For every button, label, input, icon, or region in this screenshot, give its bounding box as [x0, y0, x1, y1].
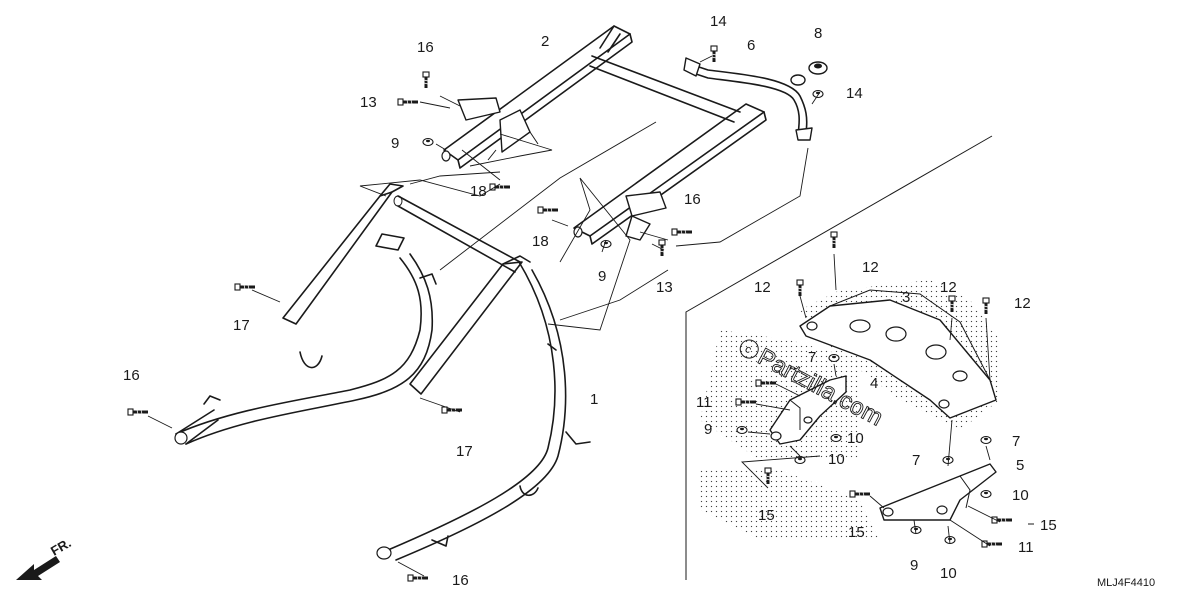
callout-8: 8 — [814, 25, 822, 42]
callout-13-b: 13 — [656, 279, 673, 296]
callout-15-c: 15 — [1040, 517, 1057, 534]
callout-2: 2 — [541, 33, 549, 50]
callout-15-a: 15 — [758, 507, 775, 524]
carrier-base-part-3 — [799, 280, 1000, 430]
front-direction-arrow: FR. — [16, 535, 74, 580]
front-arrow-label: FR. — [48, 535, 74, 558]
callout-15-b: 15 — [848, 524, 865, 541]
callout-12-a: 12 — [754, 279, 771, 296]
grab-bar-part-6 — [683, 57, 813, 141]
callout-3: 3 — [902, 289, 910, 306]
callout-5: 5 — [1016, 457, 1024, 474]
callout-14-b: 14 — [846, 85, 863, 102]
callout-16-d: 16 — [452, 572, 469, 589]
callout-12-d: 12 — [1014, 295, 1031, 312]
callout-17-b: 17 — [456, 443, 473, 460]
stay-part-5 — [700, 463, 997, 540]
group-frame — [685, 135, 993, 580]
fasteners-upper — [126, 44, 828, 583]
callout-7-b: 7 — [912, 452, 920, 469]
callout-17-a: 17 — [233, 317, 250, 334]
callout-1: 1 — [590, 391, 598, 408]
callout-labels: 1 2 3 4 5 6 7 7 7 8 9 9 9 9 10 10 10 10 … — [123, 13, 1057, 589]
callout-4: 4 — [870, 375, 878, 392]
callout-13-a: 13 — [360, 94, 377, 111]
callout-6: 6 — [747, 37, 755, 54]
rear-frame-part-1 — [174, 183, 591, 561]
callout-16-c: 16 — [123, 367, 140, 384]
callout-7-c: 7 — [1012, 433, 1020, 450]
callout-9-d: 9 — [910, 557, 918, 574]
carrier-pipe-part-2 — [441, 25, 767, 245]
reference-lines-upper — [147, 55, 821, 577]
callout-11-b: 11 — [1018, 539, 1034, 556]
diagram-code: MLJ4F4410 — [1097, 577, 1155, 589]
callout-9-b: 9 — [598, 268, 606, 285]
callout-12-c: 12 — [940, 279, 957, 296]
reference-lines-lower — [740, 253, 1001, 547]
callout-14-a: 14 — [710, 13, 727, 30]
callout-9-c: 9 — [704, 421, 712, 438]
callout-18-b: 18 — [532, 233, 549, 250]
callout-10-b: 10 — [828, 451, 845, 468]
callout-10-c: 10 — [1012, 487, 1029, 504]
callout-12-b: 12 — [862, 259, 879, 276]
callout-11-a: 11 — [696, 394, 712, 411]
callout-7-a: 7 — [808, 349, 816, 366]
callout-18-a: 18 — [470, 183, 487, 200]
callout-16-b: 16 — [684, 191, 701, 208]
callout-16-a: 16 — [417, 39, 434, 56]
callout-10-d: 10 — [940, 565, 957, 582]
callout-10-a: 10 — [847, 430, 864, 447]
callout-9-a: 9 — [391, 135, 399, 152]
svg-text:c: c — [743, 343, 754, 356]
